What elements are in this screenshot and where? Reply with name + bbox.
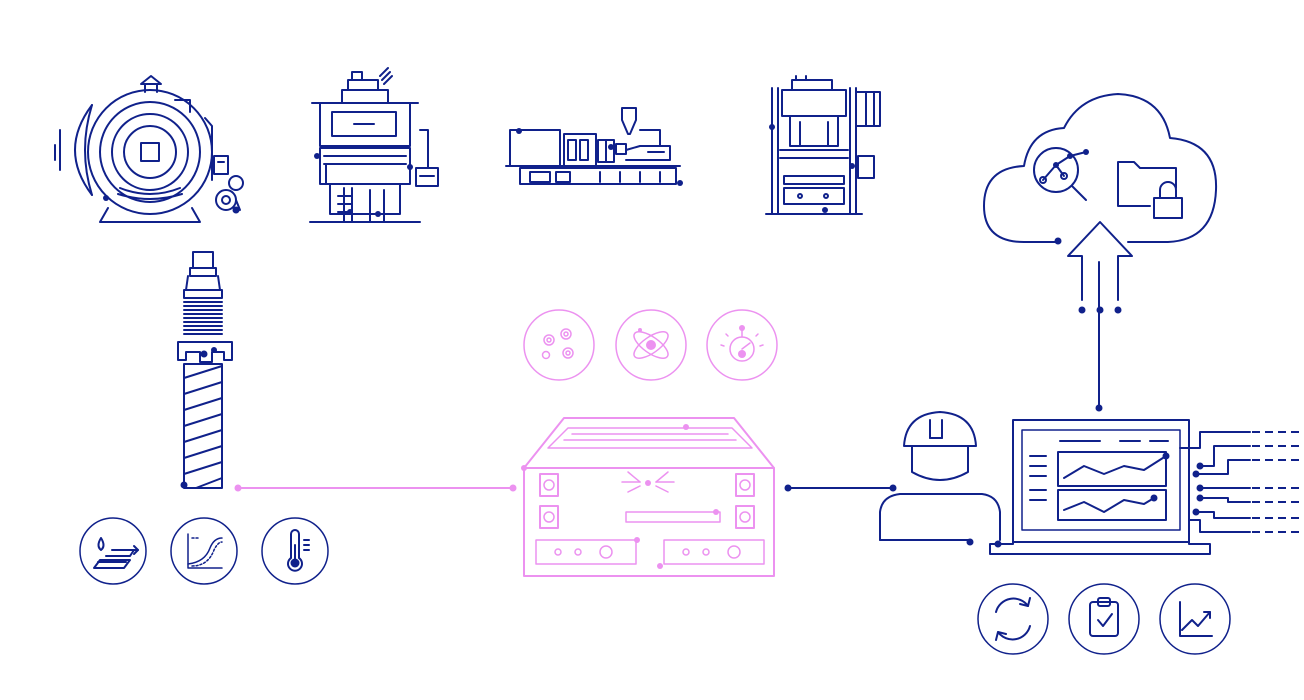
operator-icon <box>879 411 1001 546</box>
network-icon <box>1033 147 1089 201</box>
controller-unit-icon <box>521 417 775 577</box>
gears-icon <box>523 309 595 381</box>
connection-line-pink <box>234 484 517 492</box>
connection-line-blue <box>784 484 897 492</box>
clipboard-check-icon <box>1068 583 1140 655</box>
pressure-gauge-icon <box>706 309 778 381</box>
data-output-lines <box>1095 311 1304 533</box>
curing-curve-icon <box>170 517 238 585</box>
drying-icon <box>79 517 147 585</box>
secure-folder-icon <box>1117 161 1183 219</box>
cloud-icon <box>983 93 1218 245</box>
trend-chart-icon <box>1159 583 1231 655</box>
hydraulic-press-machine-icon <box>765 75 881 215</box>
screw-sensor-icon <box>177 251 233 489</box>
atom-icon <box>615 309 687 381</box>
temperature-icon <box>261 517 329 585</box>
upload-arrow-icon <box>1067 221 1133 314</box>
press-machine-icon <box>309 67 439 223</box>
monitor-icon <box>989 419 1211 555</box>
injection-molding-machine-icon <box>505 107 683 186</box>
sync-icon <box>977 583 1049 655</box>
autoclave-machine-icon <box>54 75 244 223</box>
